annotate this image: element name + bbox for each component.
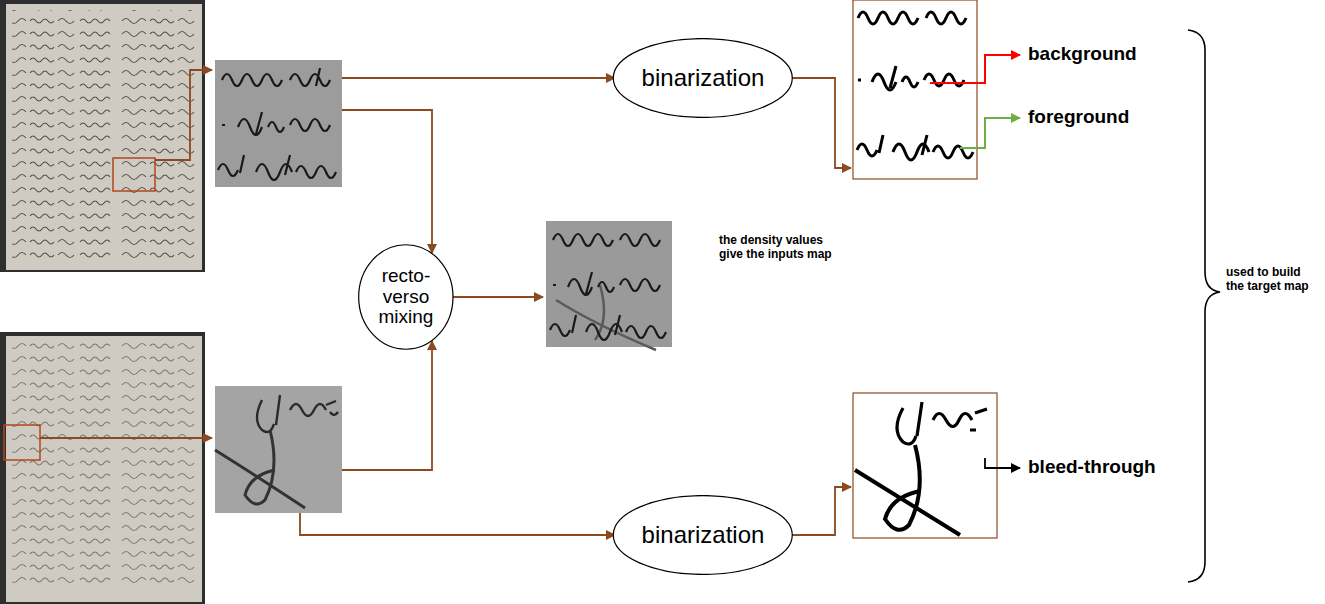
- annotation-label: the density values give the inputs map: [719, 233, 837, 262]
- ellipse-node: binarization: [612, 38, 794, 118]
- node-text: binarization: [642, 65, 765, 91]
- ellipse-node: recto-verso mixing: [358, 244, 454, 350]
- annotation-label: bleed-through: [1028, 456, 1188, 479]
- bleed-through-leader: [985, 458, 1020, 468]
- flow-arrows: [40, 70, 851, 535]
- brace: [1188, 30, 1220, 582]
- foreground-leader: [960, 118, 1020, 148]
- binarized-verso: [853, 393, 997, 538]
- recto-crop: [215, 60, 342, 187]
- node-text: recto-verso mixing: [375, 266, 437, 329]
- verso-page: [0, 332, 205, 604]
- annotation-label: foreground: [1028, 106, 1188, 129]
- background-leader: [930, 55, 1020, 83]
- annotation-label: background: [1028, 43, 1188, 66]
- node-text: binarization: [642, 522, 765, 548]
- verso-crop: [215, 386, 342, 513]
- mixed-crop: [546, 221, 672, 350]
- binarized-recto: [853, 0, 977, 179]
- ellipse-node: binarization: [612, 495, 794, 575]
- recto-page: [0, 0, 205, 272]
- annotation-label: used to build the target map: [1226, 265, 1320, 294]
